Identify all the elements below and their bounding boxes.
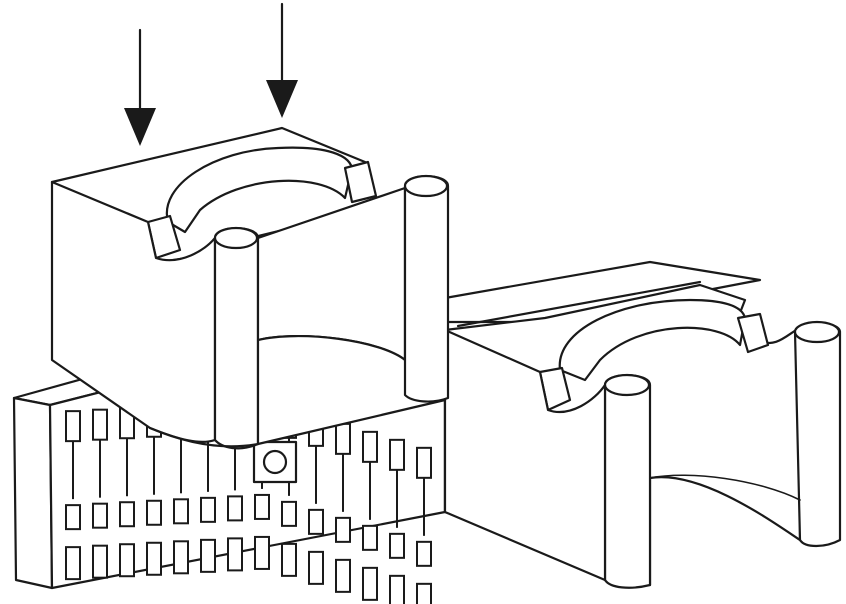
connector-pin-lower <box>146 541 162 576</box>
connector-pin-middle <box>227 495 243 522</box>
clamp-half-lower-step-right <box>736 312 770 354</box>
connector-pin-lower <box>362 566 378 601</box>
connector-pin-upper <box>92 408 108 441</box>
connector-pin-middle <box>389 532 405 559</box>
connector-screw-head <box>262 449 288 475</box>
clamp-half-lower-post-top <box>603 373 651 397</box>
connector-pin-middle <box>173 498 189 525</box>
clamp-half-lower-front-face <box>443 328 607 582</box>
connector-pin-middle <box>308 508 324 535</box>
press-arrow-left-head <box>124 108 156 146</box>
connector-pin-lower <box>254 535 270 570</box>
clamp-half-lower-post-right-top <box>793 320 841 344</box>
connector-pin-middle <box>146 499 162 526</box>
connector-pin-middle <box>254 493 270 520</box>
press-arrow-right-head <box>266 80 298 118</box>
connector-pin-lower <box>119 543 135 578</box>
clamp-half-upper-post <box>213 227 260 450</box>
connector-pin-middle <box>362 524 378 551</box>
connector-pin-lower <box>335 558 351 593</box>
connector-pin-lower <box>416 582 432 604</box>
connector-pin-lower <box>281 542 297 577</box>
clamp-half-upper-post-top <box>213 226 259 250</box>
press-arrow-left <box>124 28 156 146</box>
connector-pin-middle <box>416 540 432 567</box>
connector-pin-lower <box>173 540 189 575</box>
clamp-half-upper-saddle <box>165 146 354 234</box>
connector-pin-lower <box>200 538 216 573</box>
connector-pin-middle <box>281 500 297 527</box>
connector-pin-middle <box>119 501 135 528</box>
press-arrow-right <box>266 2 298 118</box>
clamp-half-lower-inner-curve <box>649 474 801 501</box>
connector-block-end-face <box>12 396 54 590</box>
connector-pin-upper <box>416 446 432 479</box>
clamp-half-upper-bottom-edge <box>148 426 260 448</box>
clamp-half-upper <box>50 126 450 450</box>
connector-pin-lower <box>92 544 108 579</box>
connector-pin-lower <box>308 550 324 585</box>
connector-pin-upper <box>362 430 378 463</box>
clamp-half-upper-post-right <box>403 175 450 403</box>
clamp-half-upper-step-right <box>343 160 378 204</box>
connector-pin-lower <box>227 537 243 572</box>
connector-pin-middle <box>65 504 81 531</box>
connector-pin-upper <box>389 438 405 471</box>
clamp-half-upper-post-right-top <box>403 174 449 198</box>
connector-pin-upper <box>65 410 81 443</box>
connector-pin-middle <box>200 496 216 523</box>
clamp-half-lower-post <box>603 374 652 589</box>
connector-pin-middle <box>335 516 351 543</box>
clamp-half-lower-post-right <box>793 322 842 548</box>
connector-pin-lower <box>389 574 405 604</box>
clamp-half-lower-strip-edge <box>456 280 702 328</box>
connector-pin-upper <box>335 422 351 455</box>
clamp-half-lower-saddle <box>558 298 747 382</box>
connector-pin-lower <box>65 546 81 581</box>
clamp-half-lower <box>443 260 842 589</box>
connector-pin-middle <box>92 502 108 529</box>
